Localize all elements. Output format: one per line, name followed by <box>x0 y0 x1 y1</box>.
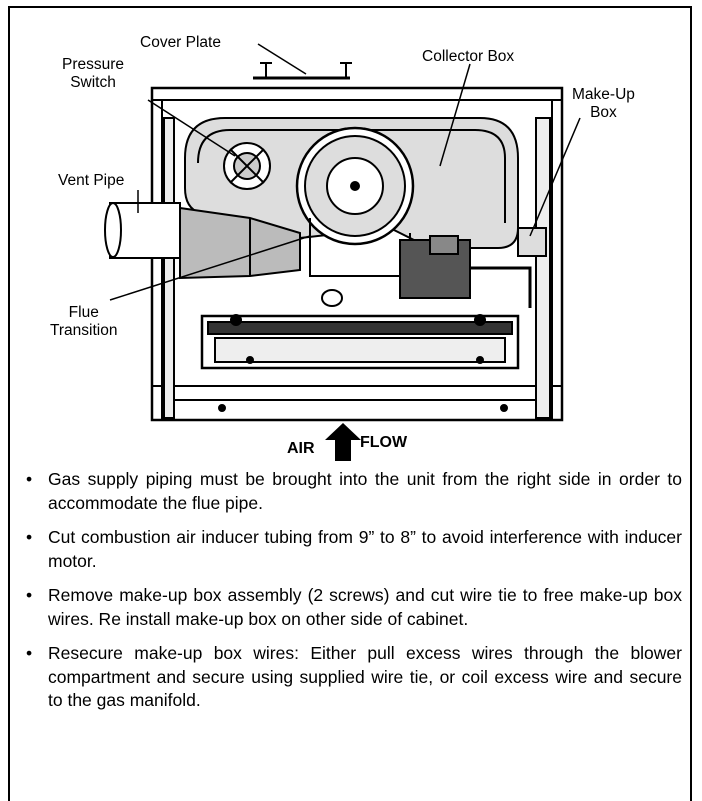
bullet-icon: • <box>26 527 33 547</box>
label-air: AIR <box>287 440 315 457</box>
list-item: • Cut combustion air inducer tubing from … <box>20 526 682 573</box>
label-vent-pipe: Vent Pipe <box>58 172 125 189</box>
label-flow: FLOW <box>360 434 408 451</box>
list-item-text: Cut combustion air inducer tubing from 9… <box>48 527 682 571</box>
page-frame <box>8 6 692 801</box>
airflow-arrow-icon <box>325 423 361 461</box>
label-make-up-box: Make-Up Box <box>572 86 635 121</box>
label-cover-plate: Cover Plate <box>140 34 221 51</box>
list-item-text: Resecure make-up box wires: Either pull … <box>48 643 682 710</box>
bullet-icon: • <box>26 585 33 605</box>
list-item-text: Gas supply piping must be brought into t… <box>48 469 682 513</box>
bullet-icon: • <box>26 643 33 663</box>
label-pressure-switch: Pressure Switch <box>62 56 125 91</box>
list-item: • Gas supply piping must be brought into … <box>20 468 682 515</box>
list-item-text: Remove make-up box assembly (2 screws) a… <box>48 585 682 629</box>
list-item: • Remove make-up box assembly (2 screws) … <box>20 584 682 631</box>
label-collector-box: Collector Box <box>422 48 515 65</box>
furnace-diagram: Cover Plate Pressure Switch Collector Bo… <box>10 8 690 463</box>
bullet-icon: • <box>26 469 33 489</box>
label-flue-transition: Flue Transition <box>50 304 118 339</box>
list-item: • Resecure make-up box wires: Either pull… <box>20 642 682 713</box>
instruction-list: • Gas supply piping must be brought into … <box>20 468 682 724</box>
furnace-illustration <box>104 43 581 461</box>
